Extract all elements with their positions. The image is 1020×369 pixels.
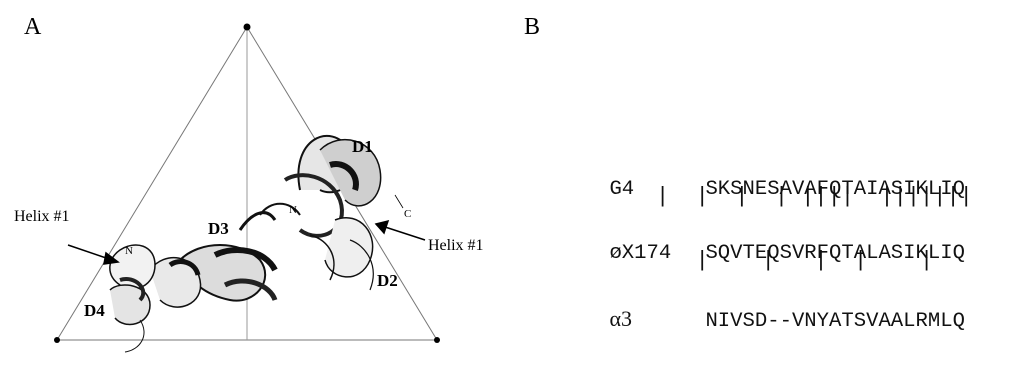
panel-a-structure-figure: Helix #1 Helix #1 D1 D2 D3 D4 N N C A [14,14,484,353]
sequence-name: øX174 [609,242,672,265]
sequence-row-alpha3: α3 NIVSD--VNYATSVAALRMLQ [560,283,965,356]
sequence-text: SKSNESAVAFQTAIASIKLIQ [705,178,965,201]
sequence-name: G4 [609,178,635,201]
sequence-row-g4: G4 SKSNESAVAFQTAIASIKLIQ [560,155,965,224]
domain-label-d2: D2 [377,271,398,290]
tetrahedron-structure-diagram: Helix #1 Helix #1 D1 D2 D3 D4 N N C [14,23,484,353]
n-terminus-label-right: N [289,204,297,216]
sequence-text: SQVTEQSVRFQTALASIKLIQ [705,242,965,265]
panel-label-a: A [24,14,42,40]
c-terminus-label: C [404,208,411,220]
sequence-name: α3 [609,306,632,331]
identity-lines-top: | | | | |||| ||||||| [656,184,973,209]
pyramid-vertices [54,23,440,343]
c-terminus-connector [394,194,404,209]
helix-arrows [67,219,426,265]
panel-label-b: B [524,14,541,40]
panel-b-sequence-alignment: B G4 SKSNESAVAFQTAIASIKLIQ | | | | |||| |… [520,0,1020,369]
helix-label-left: Helix #1 [14,208,70,225]
domain-label-d4: D4 [84,301,105,320]
identity-lines-bottom: | | | | | [656,248,934,273]
protein-ribbon [109,134,382,353]
domain-label-d3: D3 [208,219,229,238]
sequence-row-phix174: øX174 SQVTEQSVRFQTALASIKLIQ [560,219,965,288]
sequence-text: NIVSD--VNYATSVAALRMLQ [705,310,965,333]
domain-label-d1: D1 [352,137,373,156]
helix-label-right: Helix #1 [428,237,484,254]
n-terminus-label-left: N [125,245,133,257]
